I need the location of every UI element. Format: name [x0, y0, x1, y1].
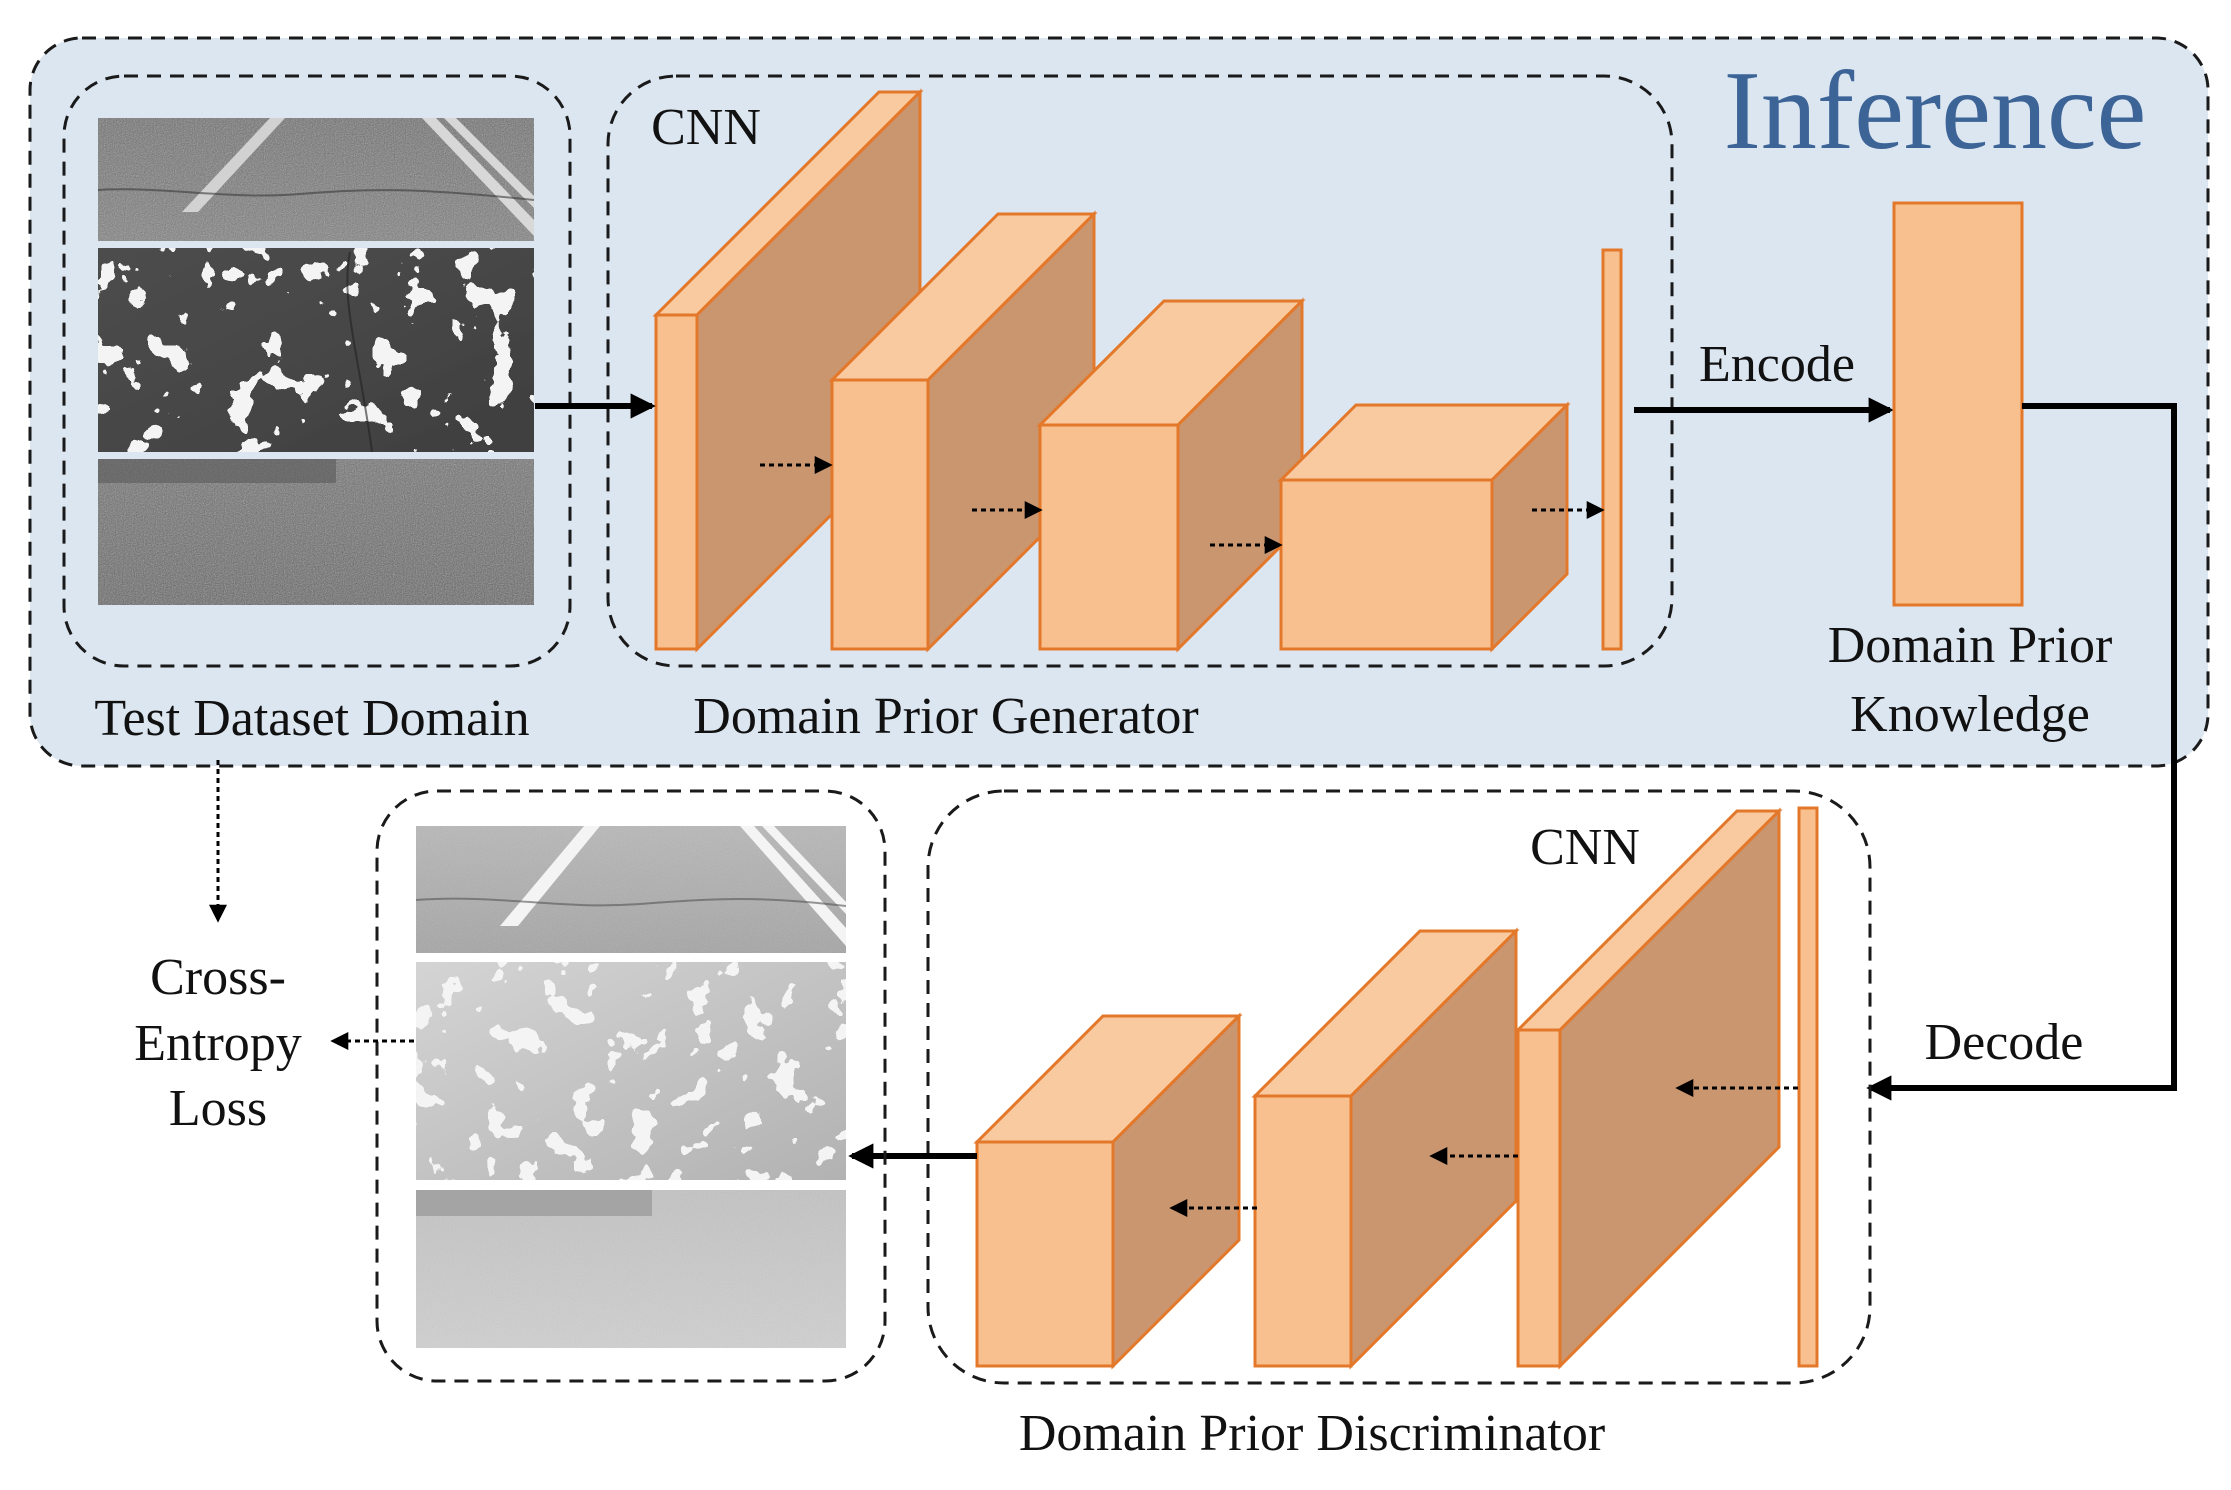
discriminator-input-vector: [1797, 806, 1819, 1368]
test-image-road-shadows: [98, 248, 534, 453]
output-images: [415, 826, 847, 1348]
generator-output-vector: [1601, 248, 1623, 651]
output-image-road-patch: [416, 1190, 846, 1348]
generator-box: [606, 74, 1674, 668]
output-image-road-shadows: [416, 962, 846, 1180]
discriminator-layer-2: [1251, 927, 1520, 1370]
decode-arrow: [1866, 403, 2177, 1101]
test-domain-images: [97, 118, 535, 605]
prior-knowledge-label-line2: Knowledge: [1850, 686, 2090, 743]
generator-layer-4: [1277, 401, 1571, 653]
inference-title: Inference: [1724, 49, 2147, 173]
generator-label: Domain Prior Generator: [693, 688, 1198, 745]
test-image-road-patch: [98, 459, 534, 605]
discriminator-box: [926, 789, 1872, 1385]
decode-label: Decode: [1925, 1014, 2084, 1071]
generator-layer-1: [652, 88, 924, 653]
generator-cnn-label: CNN: [651, 99, 761, 156]
output-domain-box: [375, 789, 887, 1383]
encode-label: Encode: [1699, 336, 1855, 393]
test-domain-label: Test Dataset Domain: [94, 690, 529, 747]
test-image-road-lanes: [97, 118, 535, 241]
generator-layer-3: [1036, 297, 1306, 653]
test-domain-box: [62, 74, 572, 668]
loss-label-line1: Cross-: [150, 949, 286, 1006]
discriminator-label: Domain Prior Discriminator: [1019, 1405, 1605, 1462]
generator-layer-2: [828, 210, 1098, 653]
loss-label-line2: Entropy: [134, 1015, 302, 1072]
discriminator-cnn-label: CNN: [1530, 819, 1640, 876]
prior-knowledge-block: [1892, 201, 2024, 607]
discriminator-layer-3: [973, 1012, 1243, 1370]
prior-knowledge-label-line1: Domain Prior: [1828, 617, 2113, 674]
output-image-road-lanes: [415, 826, 847, 953]
loss-label-line3: Loss: [169, 1080, 267, 1137]
discriminator-layer-1: [1514, 807, 1783, 1370]
